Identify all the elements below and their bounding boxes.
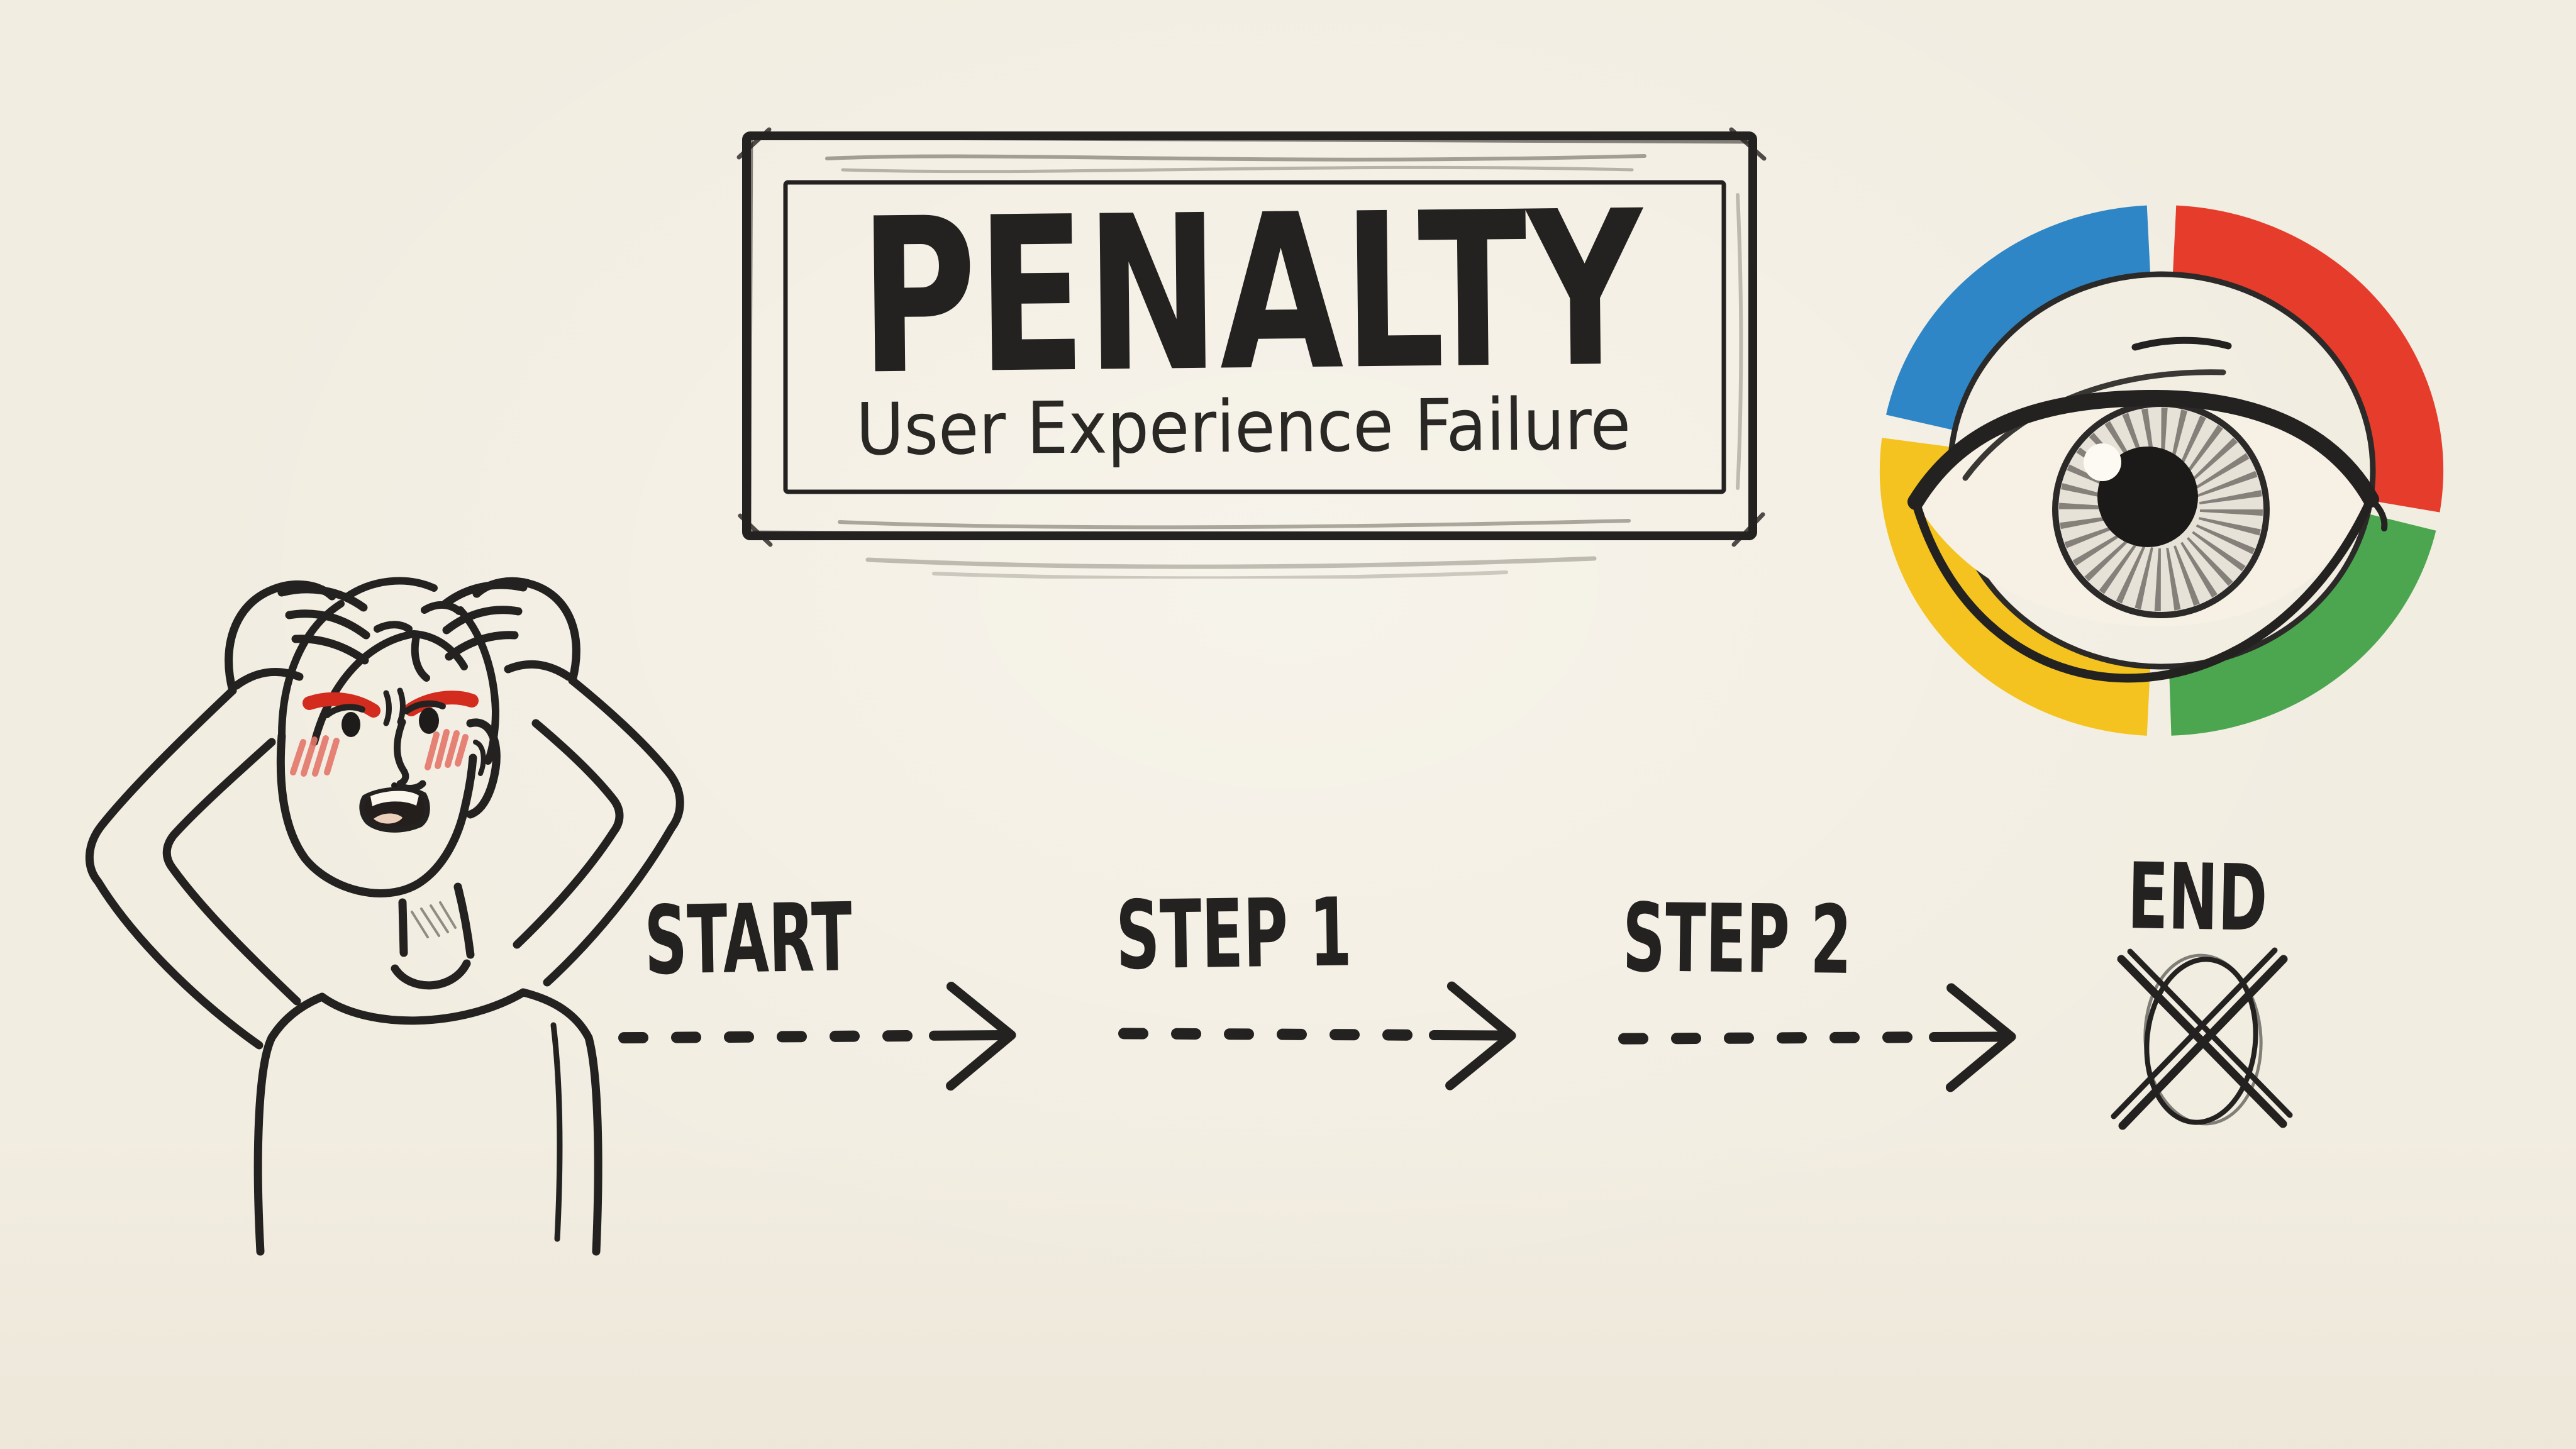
dashed-arrow-2 — [1118, 981, 1516, 1091]
flow-label-end: END — [2127, 843, 2268, 949]
arms — [85, 676, 684, 1050]
dashed-arrow-3 — [1618, 983, 2016, 1092]
flow-label-start: START — [643, 884, 853, 991]
x-mark-icon — [2111, 947, 2293, 1130]
arrowhead-icon — [1945, 983, 2016, 1092]
penalty-title-box: PENALTY User Experience Failure — [736, 127, 1767, 579]
google-eye-logo — [1879, 205, 2444, 736]
start-label: START — [643, 884, 853, 991]
step1-label: STEP 1 — [1115, 879, 1352, 985]
blush-marks — [290, 729, 469, 777]
arrowhead-icon — [946, 982, 1016, 1091]
hair — [278, 577, 499, 765]
arrowhead-icon — [1445, 981, 1516, 1091]
end-label: END — [2127, 843, 2268, 949]
face-outline — [276, 718, 501, 897]
step2-label: STEP 2 — [1622, 884, 1852, 991]
flow-label-step1: STEP 1 — [1115, 879, 1352, 985]
penalty-subtitle: User Experience Failure — [855, 382, 1631, 472]
ring-segment-green — [2168, 513, 2436, 736]
dashed-arrow-1 — [618, 982, 1016, 1091]
sketch-frame — [736, 127, 1767, 579]
eye-highlight — [2084, 443, 2121, 481]
ear — [466, 718, 501, 819]
frustrated-person-illustration — [85, 577, 684, 1256]
flow-label-step2: STEP 2 — [1622, 884, 1852, 991]
pupil — [2097, 447, 2198, 547]
ring-segment-red — [2172, 205, 2444, 513]
neck-shading — [411, 901, 457, 938]
nose — [391, 718, 426, 792]
eyelids — [1907, 336, 2388, 683]
eyes — [324, 700, 446, 737]
tongue — [374, 813, 402, 824]
ring-segment-blue — [1885, 205, 2151, 431]
open-mouth — [359, 787, 430, 833]
frown-wrinkles — [383, 687, 406, 726]
neck-and-torso — [253, 882, 602, 1256]
teeth — [370, 791, 419, 806]
iris-hatching — [2059, 408, 2263, 611]
penalty-title: PENALTY — [858, 165, 1646, 422]
